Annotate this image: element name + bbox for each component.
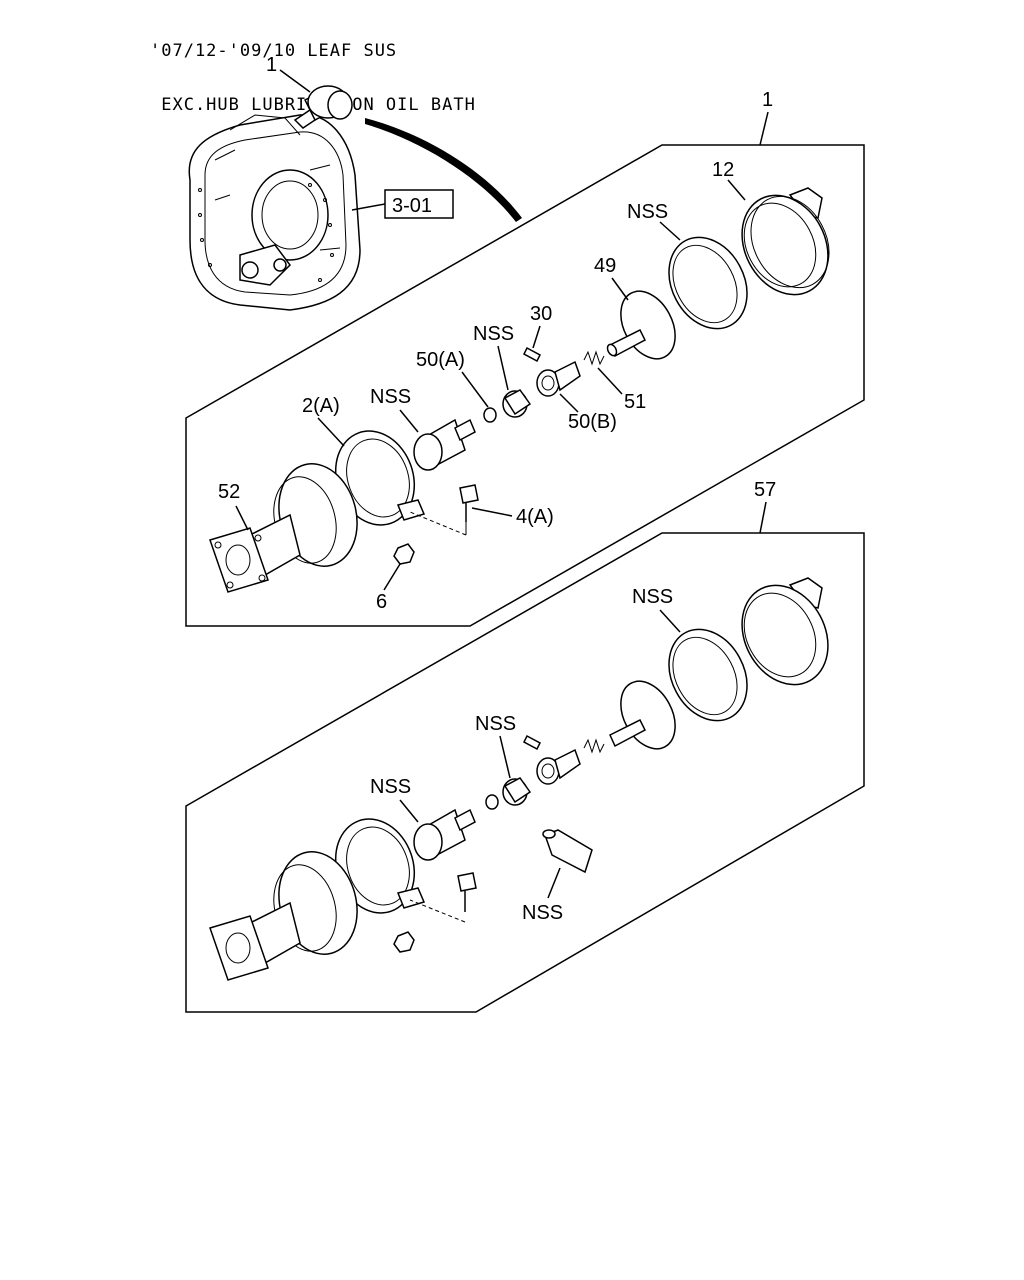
panel-1-index: 1 — [762, 89, 773, 111]
label-p2-nss-seal: NSS — [632, 586, 673, 608]
reference-arrow — [365, 118, 522, 222]
label-p1-nss-bush: NSS — [473, 323, 514, 345]
label-p1-nss-seal: NSS — [627, 201, 668, 223]
part-50a-washer — [483, 407, 497, 423]
diagram-header: '07/12-'09/10 LEAF SUS EXC.HUB LUBRICATI… — [150, 6, 476, 132]
leader-p1-49 — [611, 277, 629, 301]
part-sleeve — [413, 418, 476, 471]
leader-p2-nss-seal — [659, 609, 681, 633]
label-p2-nss-bush: NSS — [475, 713, 516, 735]
leader-p2-nss-bush — [499, 735, 511, 779]
p2-diaphragm — [609, 680, 676, 750]
part-51-spring — [583, 350, 605, 366]
part-49-diaphragm — [606, 290, 676, 360]
label-p1-12: 12 — [712, 159, 734, 181]
leader-p1-6 — [383, 563, 401, 591]
panel-2-index: 57 — [754, 479, 776, 501]
label-p1-51: 51 — [624, 391, 646, 413]
p2-clamp — [334, 818, 426, 914]
part-12-housing — [741, 187, 830, 296]
leader-p1-30 — [532, 325, 541, 349]
leader-p2-nss-tool — [547, 867, 561, 899]
label-p1-50a: 50(A) — [416, 349, 465, 371]
p2-seal-ring — [668, 628, 748, 722]
p2-tool — [542, 829, 593, 874]
leader-assembly-1 — [279, 69, 311, 93]
p2-sleeve — [413, 808, 476, 861]
panel-2-index-leader — [759, 501, 767, 534]
label-p1-4a: 4(A) — [516, 506, 554, 528]
label-p1-52: 52 — [218, 481, 240, 503]
p2-chamber — [209, 851, 358, 981]
label-p1-30: 30 — [530, 303, 552, 325]
brake-assembly-illustration — [188, 85, 522, 311]
leader-p1-12 — [727, 179, 746, 201]
part-50b-adjuster — [536, 360, 581, 397]
leader-p1-nss-seal — [659, 221, 681, 241]
p2-spring — [583, 738, 605, 754]
label-assembly-1: 1 — [266, 54, 277, 76]
leader-p1-51 — [597, 367, 623, 395]
part-seal-ring — [668, 236, 748, 330]
p2-bolt — [409, 872, 477, 923]
part-30-pin — [523, 346, 541, 363]
part-52-chamber — [209, 463, 358, 593]
leader-p1-52 — [235, 505, 249, 531]
ref-box-frame — [384, 189, 454, 219]
panel-1-index-leader — [759, 111, 769, 146]
leader-p1-4a — [471, 507, 513, 517]
label-p1-49: 49 — [594, 255, 616, 277]
p2-nut — [393, 931, 415, 953]
label-p2-nss-sleeve: NSS — [370, 776, 411, 798]
panel-2-frame — [185, 532, 865, 1013]
p2-washer — [485, 794, 499, 810]
leader-p1-50b — [559, 393, 579, 413]
p2-adjuster — [536, 748, 581, 785]
header-line-2: EXC.HUB LUBRICATION OIL BATH — [161, 95, 476, 115]
p2-pin — [523, 734, 541, 751]
leader-p1-2a — [317, 417, 345, 447]
label-p2-nss-tool: NSS — [522, 902, 563, 924]
ref-box-label[interactable]: 3-01 — [392, 195, 432, 217]
part-4a-bolt — [409, 484, 479, 536]
panel-1-frame — [185, 144, 865, 627]
label-p1-50b: 50(B) — [568, 411, 617, 433]
label-p1-nss-sleeve: NSS — [370, 386, 411, 408]
label-p1-6: 6 — [376, 591, 387, 613]
header-line-1: '07/12-'09/10 LEAF SUS — [150, 41, 398, 61]
p2-bush — [502, 777, 532, 806]
p2-housing — [741, 577, 829, 686]
leader-p1-nss-bush — [497, 345, 509, 391]
part-bush — [502, 389, 532, 418]
ref-box-leader — [351, 203, 386, 211]
leader-p1-nss-sleeve — [399, 409, 419, 433]
part-6-nut — [393, 543, 415, 565]
label-p1-2a: 2(A) — [302, 395, 340, 417]
leader-p2-nss-sleeve — [399, 799, 419, 823]
leader-p1-50a — [461, 371, 489, 408]
